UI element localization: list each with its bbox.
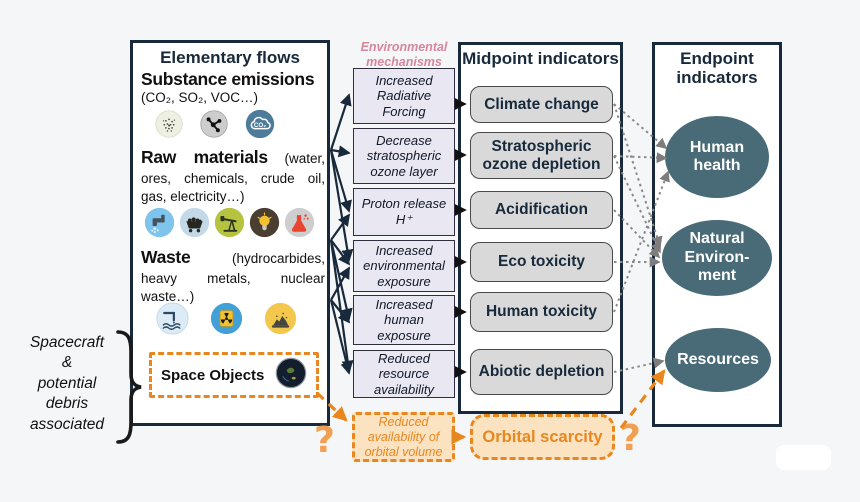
midpoint-box-acidification: Acidification <box>470 191 613 229</box>
midpoint-box-orbital-scarcity: Orbital scarcity <box>470 414 615 460</box>
elementary-flows-panel: Elementary flows Substance emissions (CO… <box>130 40 330 426</box>
mechanism-box-human-exposure: Increased human exposure <box>353 295 455 345</box>
midpoint-box-ozone-depletion: Stratospheric ozone depletion <box>470 132 613 179</box>
spacecraft-annotation: Spacecraft & potential debris associated <box>29 334 105 433</box>
midpoint-box-abiotic-depletion: Abiotic depletion <box>470 349 613 395</box>
space-objects-box: Space Objects <box>149 352 319 398</box>
raw-materials-icons <box>144 207 315 243</box>
raw-materials-paragraph: Raw materials (water, ores, chemicals, c… <box>141 146 325 206</box>
endpoint-ellipse-natural-environment: Natural Environ-ment <box>662 220 772 296</box>
endpoint-title: Endpoint indicators <box>676 49 758 88</box>
environmental-mechanisms-label: Environmental mechanisms <box>360 40 448 69</box>
svg-text:CO₂: CO₂ <box>254 122 266 129</box>
mechanism-box-resource-availability: Reduced resource availability <box>353 350 455 398</box>
midpoint-box-human-toxicity: Human toxicity <box>470 292 613 332</box>
uncertainty-question-mark-right: ? <box>620 418 641 459</box>
molecule-icon <box>200 110 228 143</box>
endpoint-ellipse-human-health: Human health <box>665 116 769 198</box>
substance-emissions-detail: (CO₂, SO₂, VOC…) <box>141 90 258 105</box>
coal-cart-icon <box>179 207 210 243</box>
uncertainty-question-mark-left: ? <box>314 420 335 461</box>
light-bulb-icon <box>249 207 280 243</box>
co2-cloud-icon: CO₂ <box>245 109 275 144</box>
space-objects-label: Space Objects <box>161 366 265 384</box>
elementary-flows-title: Elementary flows <box>160 48 300 67</box>
mechanism-box-orbital-volume: Reduced availability of orbital volume <box>352 412 455 462</box>
radioactive-waste-icon <box>210 302 243 340</box>
watermark-patch <box>776 445 831 470</box>
mechanism-box-radiative-forcing: Increased Radiative Forcing <box>353 68 455 124</box>
midpoint-box-eco-toxicity: Eco toxicity <box>470 242 613 282</box>
waste-icons <box>156 302 297 340</box>
discharge-pipe-icon <box>156 302 189 340</box>
water-tap-icon <box>144 207 175 243</box>
oil-pump-icon <box>214 207 245 243</box>
annotation-brace <box>116 330 142 444</box>
substance-emissions-heading: Substance emissions <box>141 69 315 89</box>
waste-pile-icon <box>264 302 297 340</box>
natural-environment-label: Natural Environ-ment <box>684 230 750 285</box>
midpoint-box-climate-change: Climate change <box>470 86 613 123</box>
particles-icon <box>155 110 183 143</box>
waste-paragraph: Waste (hydrocarbides, heavy metals, nucl… <box>141 246 325 306</box>
earth-orbit-icon <box>275 357 307 394</box>
midpoint-title: Midpoint indicators <box>462 49 619 68</box>
mechanism-box-proton-release: Proton release H⁺ <box>353 188 455 236</box>
resources-label: Resources <box>677 350 759 368</box>
chemical-flask-icon <box>284 207 315 243</box>
raw-materials-detail: (water, ores, chemicals, crude oil, gas,… <box>141 151 325 204</box>
substance-emissions-icons: CO₂ <box>155 109 275 144</box>
human-health-label: Human health <box>689 138 745 174</box>
mechanism-box-environmental-exposure: Increased environmental exposure <box>353 240 455 292</box>
mechanism-box-ozone-layer: Decrease stratospheric ozone layer <box>353 128 455 184</box>
waste-detail: (hydrocarbides, heavy metals, nuclear wa… <box>141 251 325 304</box>
raw-materials-heading: Raw materials <box>141 147 268 167</box>
endpoint-ellipse-resources: Resources <box>665 328 771 392</box>
waste-heading: Waste <box>141 247 191 267</box>
